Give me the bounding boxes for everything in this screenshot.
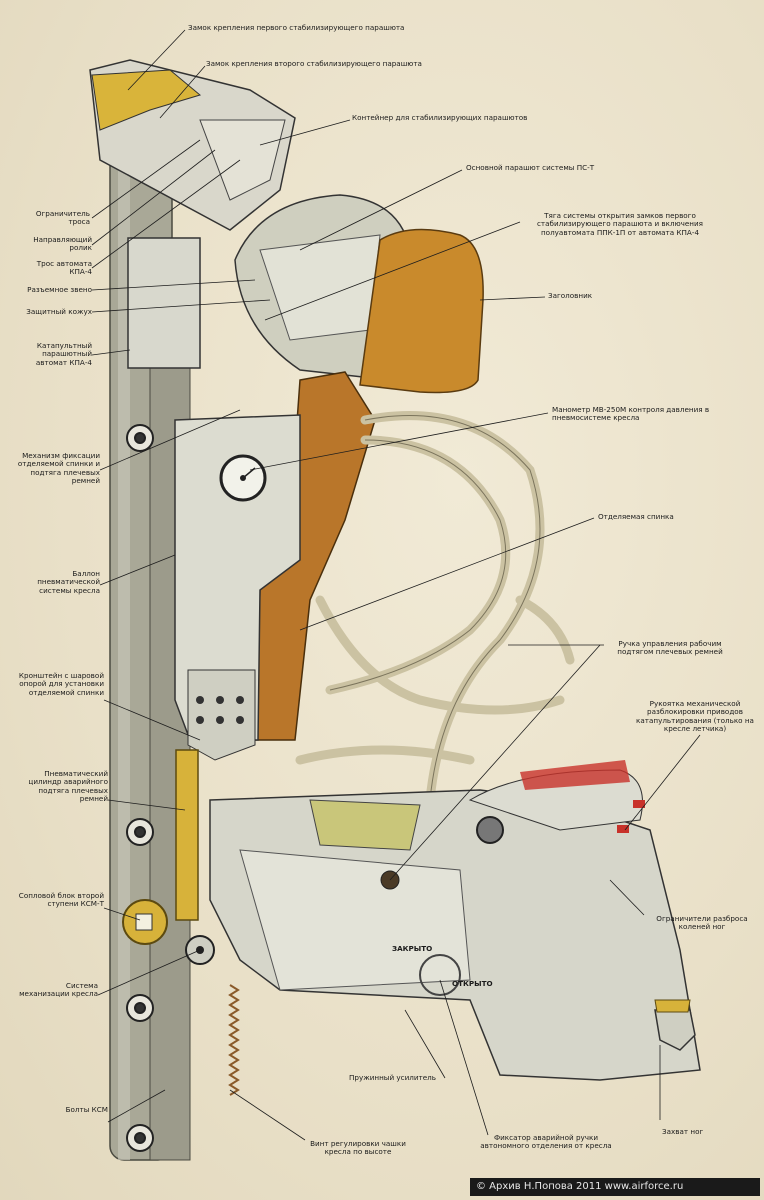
headrest [359, 228, 484, 394]
manometer-gauge [219, 454, 267, 502]
seat-frame [174, 414, 301, 761]
label-screw: Винт регулировки чашки кресла по высоте [310, 1139, 406, 1157]
label-open: ОТКРЫТО [452, 979, 493, 988]
label-container: Контейнер для стабилизирующих парашютов [352, 113, 528, 122]
label-roller: Направляющий ролик [33, 235, 92, 253]
leg-catch-accent [654, 999, 691, 1013]
label-main-chute: Основной парашют системы ПС-Т [466, 163, 595, 172]
label-cable: Трос автомата КПА-4 [36, 259, 92, 277]
label-legs: Захват ног [662, 1127, 704, 1136]
label-rod: Тяга системы открытия замков первого ста… [536, 211, 704, 237]
kpa-automat [127, 237, 201, 369]
label-closed: ЗАКРЫТО [392, 944, 433, 953]
spring [228, 984, 240, 1096]
label-spring: Пружинный усилитель [349, 1073, 436, 1082]
label-fixation: Механизм фиксации отделяемой спинки и по… [17, 451, 100, 486]
label-back: Отделяемая спинка [598, 512, 674, 521]
label-cover: Защитный кожух [26, 307, 92, 316]
label-lock1: Замок крепления первого стабилизирующего… [188, 23, 405, 32]
leader-lines [91, 29, 701, 1141]
label-link: Разъемное звено [27, 285, 92, 294]
label-bracket: Кронштейн с шаровой опорой для установки… [18, 671, 104, 697]
label-limiter: Ограничитель троса [35, 209, 90, 227]
label-mech-sys: Система механизации кресла [19, 981, 98, 999]
label-automat: Катапультный парашютный автомат КПА-4 [35, 341, 92, 367]
harness-straps-outline [329, 415, 541, 801]
label-knee-limit: Ограничители разброса коленей ног [656, 914, 748, 932]
unlock-handle [617, 800, 645, 833]
label-mech-handle: Рукоятка механической разблокировки прив… [636, 699, 754, 734]
label-fixator: Фиксатор аварийной ручки автономного отд… [480, 1133, 612, 1151]
label-headrest: Заголовник [548, 291, 593, 300]
nozzle-block [122, 899, 168, 945]
label-handle-straps: Ручка управления рабочим подтягом плечев… [617, 639, 723, 657]
copyright-bar: © Архив Н.Попова 2011 www.airforce.ru [470, 1178, 760, 1196]
label-lock2: Замок крепления второго стабилизирующего… [206, 59, 422, 68]
label-bolts: Болты КСМ [65, 1105, 108, 1114]
seat-pan [209, 760, 701, 1081]
pneumatic-cylinder [175, 749, 199, 921]
label-manometer: Манометр МВ-250М контроля давления в пне… [552, 405, 710, 423]
rail-rollers [126, 424, 154, 1152]
label-cylinder-tank: Баллон пневматической системы кресла [37, 569, 100, 595]
label-pneu-cyl: Пневматический цилиндр аварийного подтяг… [28, 769, 108, 804]
label-nozzle: Сопловой блок второй ступени КСМ-Т [18, 891, 104, 909]
